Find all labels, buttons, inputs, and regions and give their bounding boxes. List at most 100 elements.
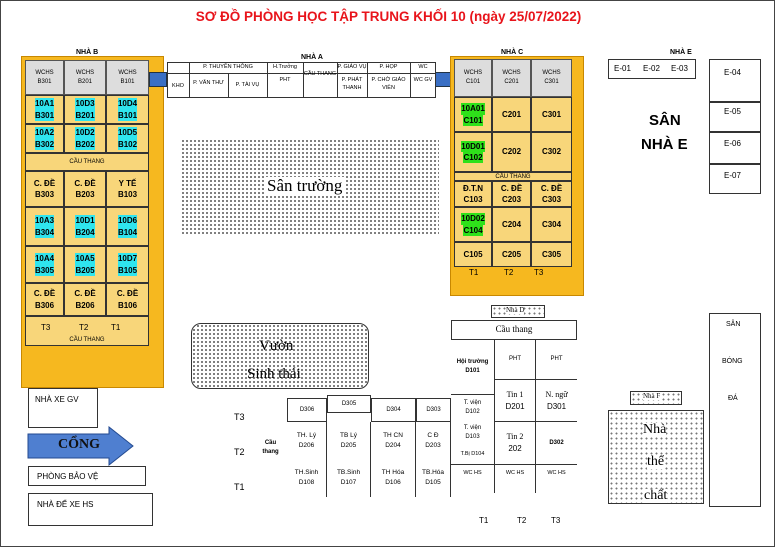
pht-room-1: PHT xyxy=(495,340,536,380)
hoi-truong-label: Hội trường xyxy=(456,359,489,365)
nha-the-chat-line2: thể xyxy=(647,454,665,469)
san-nha-e-line1: SÂN xyxy=(649,112,681,129)
t-vien-label: T. viện xyxy=(463,400,482,406)
room-e04-label: E-04 xyxy=(724,68,741,77)
vuon-line1: Vườn xyxy=(259,338,294,354)
room-class: 10A3 xyxy=(34,215,55,227)
room-name: C Đ xyxy=(427,431,439,439)
room-c302: C302 xyxy=(531,132,572,172)
nha-d-t2: T2 xyxy=(517,516,527,525)
t-vien-code: D102 xyxy=(465,409,480,415)
wc-hs-0: WC HS xyxy=(451,465,495,493)
nha-the-chat-line3: chất xyxy=(644,488,668,503)
room-code: B301 xyxy=(34,109,55,121)
nha-a-subline xyxy=(228,73,229,98)
room-class: 10A2 xyxy=(34,127,55,139)
nha-d-t3: T3 xyxy=(551,516,561,525)
room-class: 10D3 xyxy=(75,98,95,110)
d302-code: D302 xyxy=(549,439,564,446)
tin1-label: Tin 1 xyxy=(506,389,524,399)
room-code: C205 xyxy=(501,249,522,259)
nha-e-label: NHÀ E xyxy=(670,49,692,56)
wchs-room: C201 xyxy=(504,79,519,85)
room-c304: C304 xyxy=(531,207,572,242)
nha-c-t2: T2 xyxy=(504,268,514,277)
tbi-d104: T.Bị D104 xyxy=(451,445,495,465)
nha-b-label: NHÀ B xyxy=(76,49,99,56)
wchs-room: C101 xyxy=(465,79,481,85)
room-code: B206 xyxy=(75,300,95,310)
room-e04: E-04 xyxy=(709,59,761,102)
vuon-sinh-thai xyxy=(191,323,369,389)
room-e06-label: E-06 xyxy=(724,139,741,148)
room-c202: C202 xyxy=(492,132,531,172)
nngu-code: D301 xyxy=(546,401,567,411)
tin1-code: D201 xyxy=(505,401,525,411)
tin2-code: 202 xyxy=(508,444,522,453)
vuon-line2: Sinh thái xyxy=(247,366,301,382)
room-class: 10D2 xyxy=(75,127,95,139)
room-code: C302 xyxy=(541,147,562,157)
san-bong-da-line2: BÓNG xyxy=(722,358,743,365)
room-code: D305 xyxy=(341,400,357,407)
nha-a-col-line-2 xyxy=(267,62,268,98)
cau-thang-line1: Cầu xyxy=(264,439,277,446)
wchs-room: B201 xyxy=(77,78,92,85)
room-code: D106 xyxy=(385,479,401,486)
room-name: TB.Hóa xyxy=(421,469,445,477)
room-code: B102 xyxy=(117,138,138,150)
room-code: C103 xyxy=(463,195,483,204)
hoi-truong-code: D101 xyxy=(465,368,480,374)
tin2-label: Tin 2 xyxy=(506,432,524,441)
room-class: 10D5 xyxy=(117,127,138,139)
room-code: D304 xyxy=(386,406,401,413)
room-class: C. ĐỀ xyxy=(116,289,139,299)
page-title: SƠ ĐỒ PHÒNG HỌC TẬP TRUNG KHỐI 10 (ngày … xyxy=(195,9,582,24)
wc-label: WC HS xyxy=(505,470,525,476)
room-class: 10D6 xyxy=(117,215,138,227)
room-code: B201 xyxy=(75,109,95,121)
wchs-label: WCHS xyxy=(118,69,137,76)
room-code: C305 xyxy=(541,249,562,259)
wc-label: WC HS xyxy=(463,470,482,476)
room-e07: E-07 xyxy=(709,164,761,194)
room-kho: KHO xyxy=(172,83,184,89)
tbi-label: T.Bị D104 xyxy=(460,451,485,458)
room-wc-gv: WC GV xyxy=(413,77,433,83)
room-code: D105 xyxy=(425,479,441,486)
nha-c-t3: T3 xyxy=(534,268,544,277)
room-code: B202 xyxy=(75,138,95,150)
san-bong-da-line1: SÂN xyxy=(726,321,741,328)
room-code: C303 xyxy=(541,195,562,204)
room-code: B306 xyxy=(34,300,55,310)
nha-a-col-line-1 xyxy=(189,62,190,98)
nha-xe-gv-label: NHÀ XE GV xyxy=(35,395,79,404)
nha-c-stairs: CẦU THANG xyxy=(454,172,572,181)
nha-a-label: NHÀ A xyxy=(301,54,323,61)
nngu-label: N. ngữ xyxy=(545,389,568,399)
room-code: C102 xyxy=(463,152,483,164)
connector-b-a xyxy=(149,72,167,87)
room-cau-thang-a: CẦU THANG xyxy=(303,71,337,77)
pht-label: PHT xyxy=(509,356,521,362)
room-class: C. ĐỀ xyxy=(500,183,523,193)
room-code: B105 xyxy=(117,264,138,276)
nha-a-divider xyxy=(167,73,436,74)
room-d302: D302 xyxy=(536,422,577,465)
room-e01: E-01 xyxy=(614,64,631,73)
room-code: C203 xyxy=(501,195,522,204)
room-d305: D305 xyxy=(327,395,371,413)
